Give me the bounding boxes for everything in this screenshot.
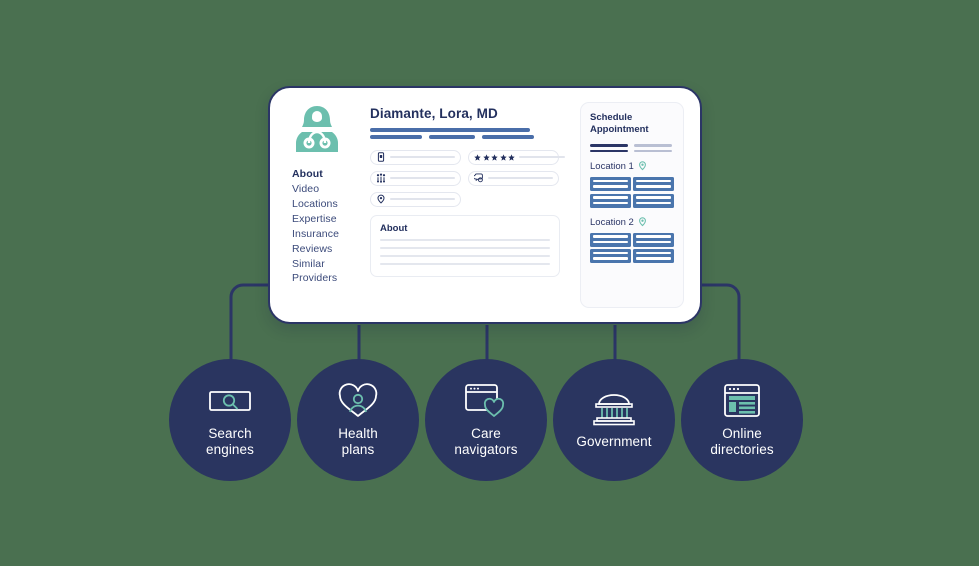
channel-online-directories[interactable]: Online directories	[681, 359, 803, 481]
time-slot[interactable]	[633, 249, 674, 264]
nav-item-locations[interactable]: Locations	[292, 198, 338, 210]
title-segment-2	[429, 135, 475, 139]
card-nav-list: About Video Locations Expertise Insuranc…	[292, 167, 362, 285]
channel-label: Health plans	[338, 426, 378, 458]
time-slot[interactable]	[590, 177, 631, 192]
about-placeholder-line	[380, 254, 550, 258]
channel-label-line1: Search	[208, 426, 252, 441]
pill-phone[interactable]	[370, 149, 461, 165]
provider-profile-card: About Video Locations Expertise Insuranc…	[268, 86, 702, 324]
channel-label-line1: Health	[338, 426, 378, 441]
schedule-title: Schedule Appointment	[590, 112, 649, 135]
browser-heart-icon	[465, 384, 505, 417]
channel-label: Care navigators	[454, 426, 517, 458]
channel-label: Online directories	[710, 426, 773, 458]
card-left-column: About Video Locations Expertise Insuranc…	[286, 102, 362, 308]
nav-item-insurance[interactable]: Insurance	[292, 228, 340, 240]
pill-rating[interactable]	[468, 149, 565, 165]
channel-care-navigators[interactable]: Care navigators	[425, 359, 547, 481]
info-pill-grid	[370, 149, 565, 207]
time-slot[interactable]	[633, 193, 674, 208]
location-1-slots	[590, 177, 674, 208]
stethoscope-people-icon	[376, 173, 386, 183]
title-segment-1	[370, 135, 422, 139]
channel-label-line1: Care	[471, 426, 501, 441]
schedule-tab-inactive[interactable]	[634, 144, 672, 153]
channel-label: Government	[576, 434, 651, 450]
channel-label-line2: directories	[710, 442, 774, 457]
time-slot[interactable]	[633, 232, 674, 247]
channel-label-line2: engines	[206, 442, 254, 457]
about-section: About	[370, 214, 560, 277]
about-placeholder-line	[380, 238, 550, 241]
channel-label-line1: Online	[722, 426, 762, 441]
channel-search-engines[interactable]: Search engines	[169, 359, 291, 481]
pill-specialty[interactable]	[370, 170, 461, 186]
card-main-column: Diamante, Lora, MD	[362, 102, 580, 308]
location-1-header: Location 1	[590, 161, 674, 172]
pill-placeholder-line	[390, 155, 455, 159]
time-slot[interactable]	[633, 177, 674, 192]
nav-item-video[interactable]: Video	[292, 183, 320, 195]
government-building-icon	[593, 394, 635, 426]
nav-item-expertise[interactable]: Expertise	[292, 213, 337, 225]
pill-location[interactable]	[370, 191, 461, 207]
schedule-tab-active[interactable]	[590, 144, 628, 153]
nav-item-similar[interactable]: Similar	[292, 258, 325, 270]
pill-placeholder-line	[519, 155, 565, 159]
location-pin-icon	[638, 161, 646, 171]
search-box-icon	[209, 391, 251, 411]
time-slot[interactable]	[590, 232, 631, 247]
nav-item-reviews[interactable]: Reviews	[292, 243, 333, 255]
browser-directory-icon	[724, 384, 760, 417]
location-2-header: Location 2	[590, 217, 674, 228]
channel-label: Search engines	[206, 426, 254, 458]
pill-placeholder-line	[488, 176, 553, 180]
about-placeholder-line	[380, 263, 550, 266]
mobile-phone-icon	[377, 152, 385, 162]
channel-government[interactable]: Government	[553, 359, 675, 481]
chat-bubble-icon	[474, 173, 483, 183]
schedule-tab-bars	[590, 144, 674, 153]
title-segment-bars	[370, 135, 570, 139]
time-slot[interactable]	[590, 249, 631, 264]
heart-person-icon	[338, 383, 378, 417]
nav-item-about[interactable]: About	[292, 168, 323, 180]
pill-messages[interactable]	[468, 170, 559, 186]
doctor-name: Diamante, Lora, MD	[370, 106, 498, 121]
title-underline-bar	[370, 128, 530, 132]
pill-placeholder-line	[390, 176, 455, 180]
location-pin-icon	[377, 194, 385, 204]
channel-label-line2: navigators	[454, 442, 518, 457]
channel-health-plans[interactable]: Health plans	[297, 359, 419, 481]
star-rating-icon	[474, 153, 515, 161]
location-2-slots	[590, 232, 674, 264]
about-heading: About	[380, 222, 408, 234]
about-placeholder-line	[380, 246, 550, 249]
schedule-appointment-panel: Schedule Appointment Location 1	[580, 102, 684, 308]
female-doctor-icon	[296, 106, 338, 152]
pill-placeholder-line	[390, 197, 455, 201]
time-slot[interactable]	[590, 193, 631, 208]
channel-label-line2: plans	[341, 442, 375, 457]
title-segment-3	[482, 135, 534, 139]
nav-item-providers[interactable]: Providers	[292, 272, 338, 284]
location-pin-icon	[638, 216, 646, 226]
channel-label-line1: Government	[576, 434, 652, 449]
location-2-label: Location 2	[590, 216, 634, 228]
location-1-label: Location 1	[590, 161, 634, 173]
